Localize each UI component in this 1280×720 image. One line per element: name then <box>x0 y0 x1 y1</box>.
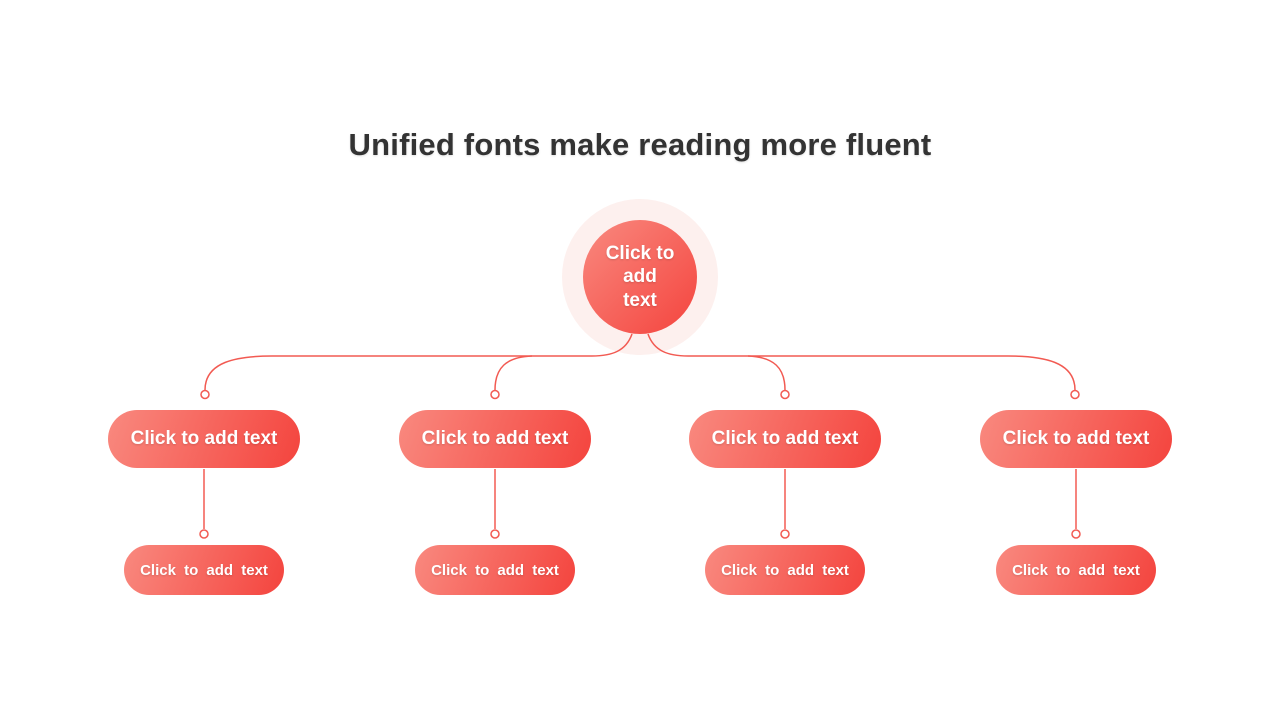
branch-3-secondary-node[interactable]: Click to add text <box>705 545 865 595</box>
connector-branch3 <box>747 355 786 391</box>
slide-title: Unified fonts make reading more fluent <box>348 127 932 162</box>
branch-1-primary-node[interactable]: Click to add text <box>108 410 300 468</box>
branch-3: Click to add text Click to add text <box>689 410 881 600</box>
center-node-label: Click to add text <box>605 243 675 311</box>
connector-left <box>204 333 633 391</box>
connector-terminal-2 <box>490 389 500 400</box>
center-node[interactable]: Click to add text <box>583 220 697 334</box>
connector-terminal-3 <box>780 389 790 400</box>
branch-4-primary-node[interactable]: Click to add text <box>980 410 1172 468</box>
connector-terminal-4 <box>1070 389 1080 400</box>
branch-2-secondary-node[interactable]: Click to add text <box>415 545 575 595</box>
connector-terminal-1 <box>200 389 210 400</box>
branch-4-secondary-node[interactable]: Click to add text <box>996 545 1156 595</box>
branch-2-primary-node[interactable]: Click to add text <box>399 410 591 468</box>
connector-branch2 <box>494 355 533 391</box>
branch-3-primary-node[interactable]: Click to add text <box>689 410 881 468</box>
connector-right <box>647 333 1076 391</box>
branch-4: Click to add text Click to add text <box>980 410 1172 600</box>
branch-2: Click to add text Click to add text <box>399 410 591 600</box>
branch-1-secondary-node[interactable]: Click to add text <box>124 545 284 595</box>
branch-1: Click to add text Click to add text <box>108 410 300 600</box>
